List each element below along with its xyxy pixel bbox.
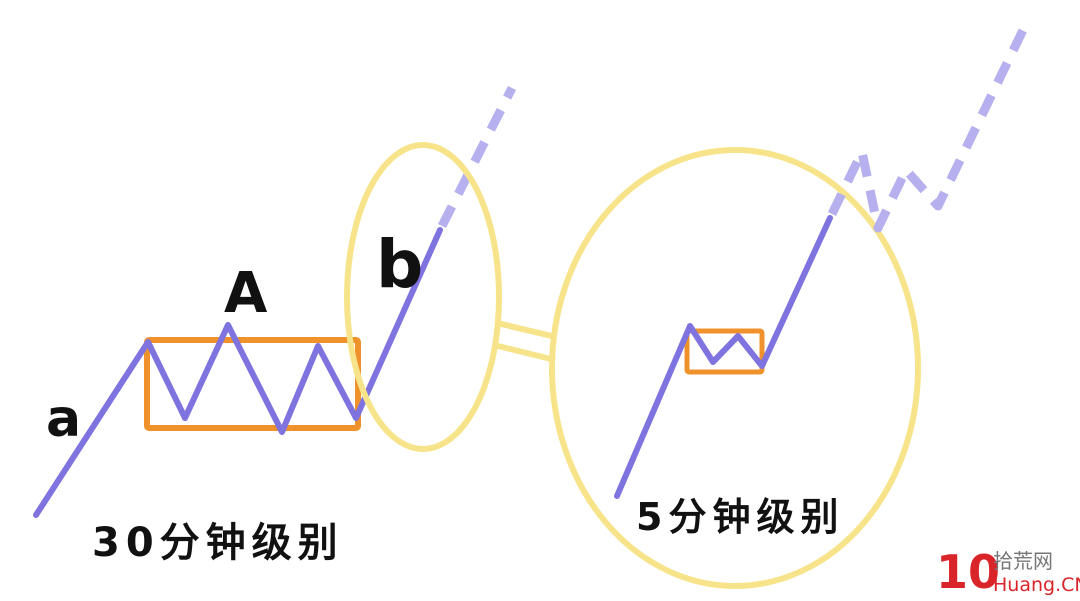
trend-line-5min [614,215,833,499]
trend-dashed-30min [437,85,517,229]
zoom-connector-top [496,320,557,340]
watermark: 10 拾荒网 Huang.CN [936,545,1080,599]
label-b: b [376,226,423,303]
label-A: A [224,261,268,326]
zoom-circle-5min [549,147,921,589]
label-30min-level: 30分钟级别 [92,520,344,566]
hub-box-5min [684,328,765,375]
watermark-site: Huang.CN [993,574,1080,596]
watermark-logo: 10 [936,545,1000,599]
hub-box-30min [144,337,361,431]
trend-line-30min [33,227,443,518]
watermark-cn-name: 拾荒网 [993,549,1053,573]
zoom-ellipse-b [344,142,502,452]
zoom-connector-bottom [493,342,556,363]
label-a: a [46,389,81,449]
trend-dashed-5min [827,26,1029,233]
label-5min-level: 5分钟级别 [636,495,844,539]
